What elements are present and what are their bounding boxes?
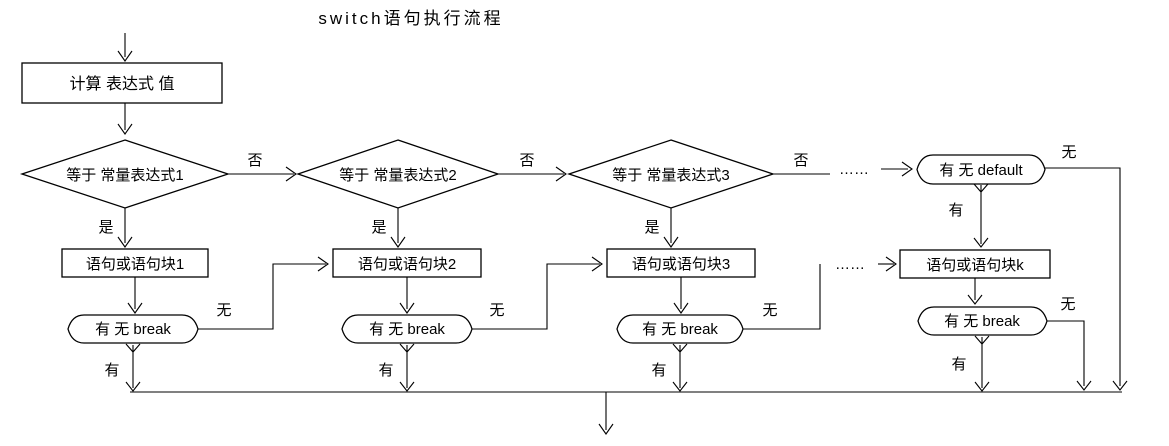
arrowhead-right-icon: [901, 161, 913, 177]
case2-yes-arrow: [390, 208, 406, 248]
arrowhead-down-icon: [117, 50, 133, 62]
ellipsis-mid: ……: [835, 256, 865, 273]
case2-no-label: 否: [519, 152, 534, 169]
stmt2-label: 语句或语句块2: [358, 256, 456, 273]
breakk-shape: [917, 306, 1048, 336]
arrowhead-down-icon: [673, 302, 689, 314]
breakk-has-label: 有: [951, 356, 966, 373]
break2-label: 有 无 break: [369, 321, 445, 338]
case1-label: 等于 常量表达式1: [66, 166, 184, 184]
arrowhead-down-icon: [973, 237, 989, 248]
break1-has-label: 有: [104, 362, 119, 379]
case2-label: 等于 常量表达式2: [339, 166, 457, 184]
stmt3-box: [606, 248, 756, 278]
entry-arrow: [117, 33, 133, 62]
arrow-compute-to-case1: [117, 103, 133, 135]
stmt3-label: 语句或语句块3: [632, 256, 730, 273]
break3-label: 有 无 break: [642, 321, 718, 338]
case2-yes-label: 是: [371, 219, 386, 236]
arrowhead-down-icon: [672, 381, 688, 392]
case2-no-arrow: [498, 166, 567, 182]
stmt1-label: 语句或语句块1: [86, 256, 184, 273]
break3-none-label: 无: [762, 302, 777, 319]
arrowhead-down-icon: [1112, 380, 1128, 391]
break1-has-arrow: [125, 343, 141, 392]
arrowhead-right-icon: [591, 256, 603, 272]
break1-none-arrow: [198, 256, 329, 330]
default-check-label: 有 无 default: [939, 162, 1023, 179]
arrow-stmt3-to-break3: [673, 277, 689, 314]
break2-has-label: 有: [378, 362, 393, 379]
break1-shape: [67, 314, 199, 344]
stmtk-label: 语句或语句块k: [926, 257, 1024, 274]
compute-box: [21, 62, 223, 104]
default-check-shape: [916, 154, 1046, 185]
arrowhead-down-icon: [117, 236, 133, 248]
arrow-ellipsis-to-default: [881, 161, 913, 177]
exit-arrow: [598, 392, 614, 435]
break2-none-arrow: [472, 256, 603, 330]
case1-yes-label: 是: [98, 219, 113, 236]
arrowhead-right-icon: [885, 256, 897, 272]
arrow-stmtk-to-breakk: [967, 278, 983, 305]
breakk-none-arrow: [1047, 320, 1092, 391]
arrowhead-right-icon: [317, 256, 329, 272]
arrowhead-down-icon: [663, 236, 679, 248]
break1-none-label: 无: [216, 302, 231, 319]
ellipsis-top: ……: [839, 161, 869, 178]
break3-has-arrow: [672, 343, 688, 392]
arrowhead-down-icon: [974, 381, 990, 392]
breakk-none-label: 无: [1060, 296, 1075, 313]
arrowhead-down-icon: [390, 236, 406, 248]
case3-yes-label: 是: [644, 219, 659, 236]
case1-yes-arrow: [117, 208, 133, 248]
arrow-stmt2-to-break2: [399, 277, 415, 314]
break2-shape: [341, 314, 473, 344]
arrowhead-down-icon: [127, 302, 143, 314]
arrowhead-right-icon: [555, 166, 567, 182]
stmtk-box: [899, 249, 1051, 279]
case1-no-label: 否: [247, 152, 262, 169]
break1-label: 有 无 break: [95, 321, 171, 338]
arrowhead-down-icon: [399, 381, 415, 392]
default-has-label: 有: [948, 202, 963, 219]
arrowhead-down-icon: [1076, 380, 1092, 391]
default-none-arrow: [1045, 167, 1128, 391]
arrowhead-down-icon: [125, 381, 141, 392]
break2-has-arrow: [399, 343, 415, 392]
diagram-title: switch语句执行流程: [318, 9, 503, 28]
arrow-stmt1-to-break1: [127, 277, 143, 314]
default-has-arrow: [973, 183, 989, 248]
arrowhead-down-icon: [967, 294, 983, 305]
break3-none-arrow: [743, 264, 821, 330]
arrowhead-down-icon: [598, 423, 614, 435]
arrow-ellipsis-to-stmtk: [878, 256, 897, 272]
stmt1-box: [61, 248, 209, 278]
case1-no-arrow: [228, 166, 297, 182]
break2-none-label: 无: [489, 302, 504, 319]
case3-yes-arrow: [663, 208, 679, 248]
breakk-has-arrow: [974, 335, 990, 392]
default-none-label: 无: [1061, 144, 1076, 161]
breakk-label: 有 无 break: [944, 313, 1020, 330]
arrowhead-down-icon: [399, 302, 415, 314]
case3-no-label: 否: [793, 152, 808, 169]
stmt2-box: [332, 248, 482, 278]
arrowhead-down-icon: [117, 123, 133, 135]
compute-box-label: 计算 表达式 值: [70, 74, 175, 93]
break3-shape: [616, 314, 744, 344]
break3-has-label: 有: [651, 362, 666, 379]
case3-label: 等于 常量表达式3: [612, 166, 730, 184]
